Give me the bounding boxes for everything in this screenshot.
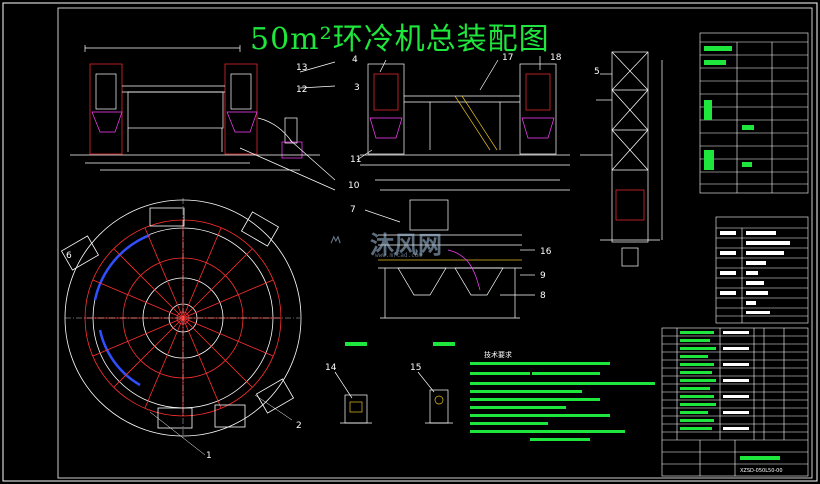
callout-5: 5 [594,67,600,77]
callout-14: 14 [325,363,337,373]
callout-7: 7 [350,205,356,215]
section-view-center [364,199,535,319]
callout-8: 8 [540,291,546,301]
callout-15: 15 [410,363,421,373]
parts-list-title-block [661,327,809,477]
spec-table-middle [715,216,809,324]
elevation-view-left [70,45,336,191]
callout-17: 17 [502,53,513,63]
plan-view-ring [60,198,302,456]
callout-3: 3 [354,83,360,93]
callout-9: 9 [540,271,546,281]
parameter-table-top [699,32,809,194]
watermark-url: www.mfcad.com [375,252,422,259]
elevation-view-middle [356,56,570,191]
watermark-logo-icon [330,235,341,244]
detail-views [334,342,455,424]
callout-18: 18 [550,53,562,63]
drawing-number: XZSD-050L50-00 [740,468,783,474]
callout-13: 13 [296,63,307,73]
callout-2: 2 [296,421,302,431]
tech-req-title: 技术要求 [484,350,512,359]
technical-requirements-block [470,362,655,441]
callout-10: 10 [348,181,360,191]
inner-border [57,7,813,479]
callout-1: 1 [206,451,212,461]
callout-16: 16 [540,247,552,257]
callout-4: 4 [352,55,358,65]
watermark-text: 沐风网 [370,231,442,259]
callout-11: 11 [350,155,361,165]
callout-labels: 4 3 11 10 13 12 17 18 5 7 16 9 8 14 15 2… [66,53,783,474]
callout-12: 12 [296,85,307,95]
side-view-tower [580,51,663,267]
drawing-title: 50m²环冷机总装配图 [250,22,550,57]
callout-6: 6 [66,251,72,261]
